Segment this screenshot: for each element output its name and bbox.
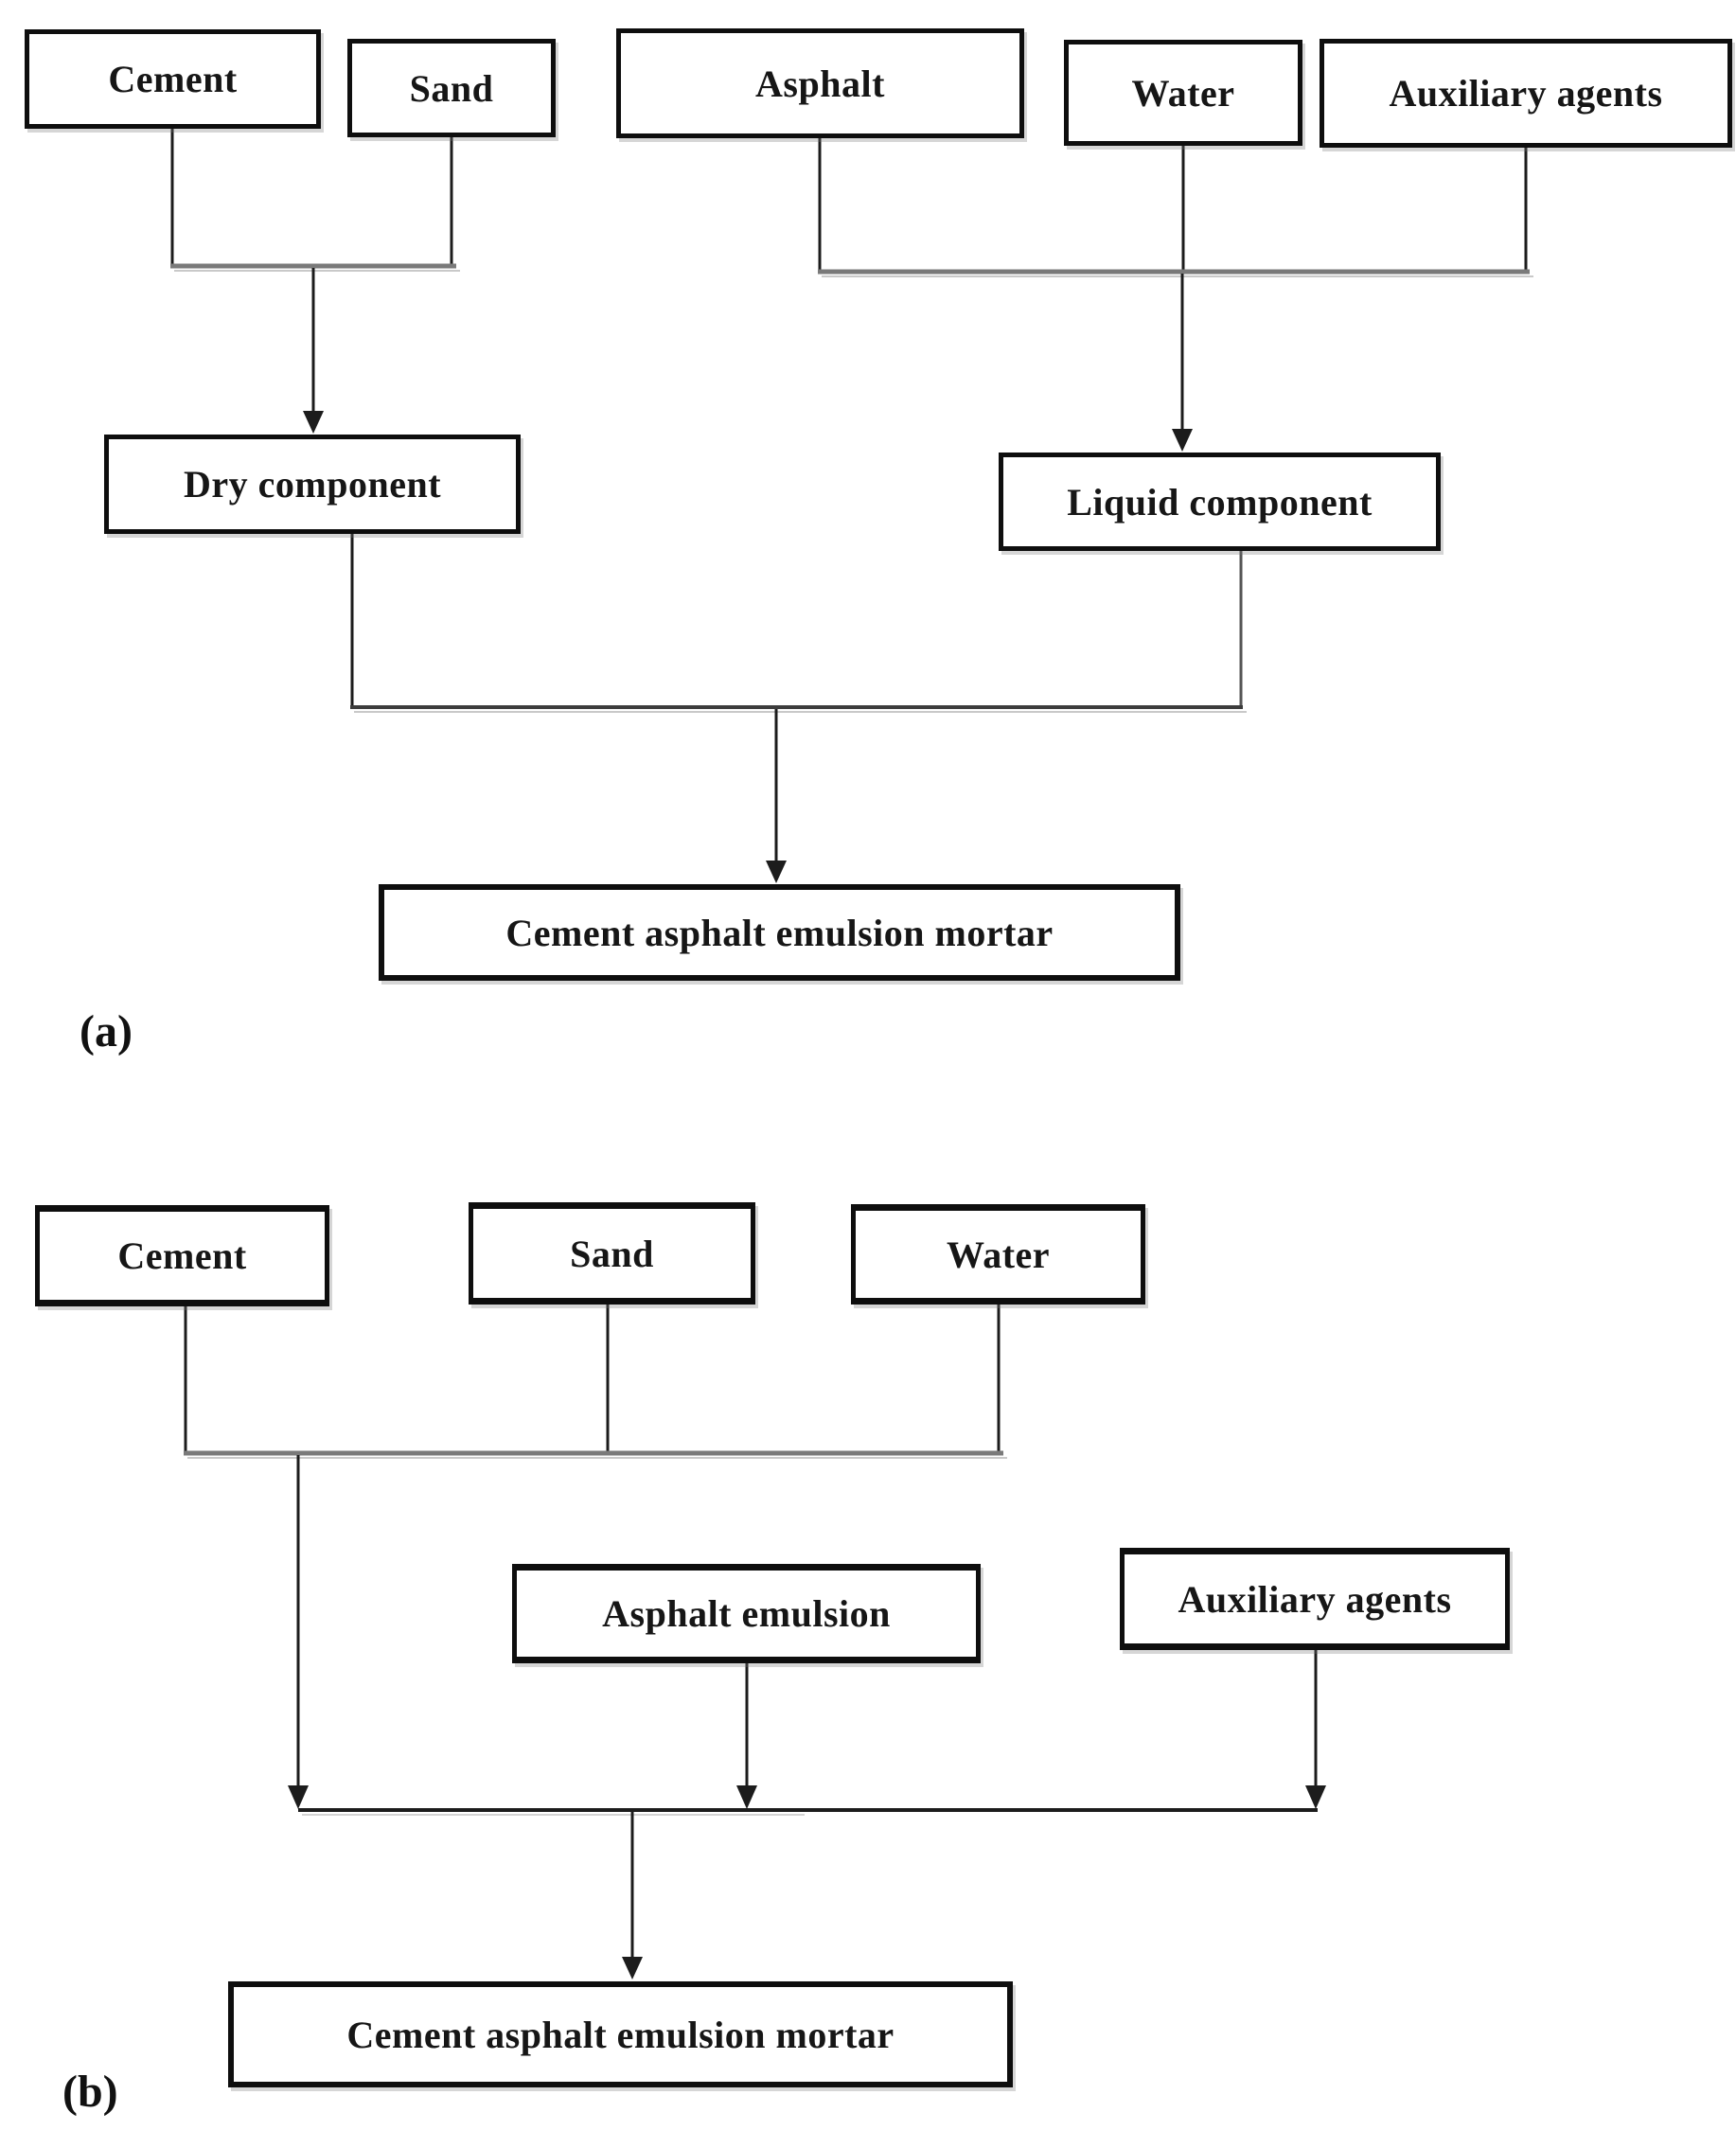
box-asphalt-emulsion: Asphalt emulsion xyxy=(512,1564,981,1663)
arrowhead-auxiliary-b xyxy=(1305,1785,1326,1809)
box-cement-a: Cement xyxy=(25,29,321,129)
box-water-b: Water xyxy=(851,1204,1145,1305)
box-asphalt-a: Asphalt xyxy=(616,28,1024,138)
panel-a-label: (a) xyxy=(80,1006,133,1056)
arrowhead-mix-left xyxy=(288,1785,309,1809)
panel-b-label: (b) xyxy=(62,2067,118,2117)
arrowhead-into-mortar-b xyxy=(622,1957,643,1979)
box-liquid-component: Liquid component xyxy=(999,453,1441,551)
arrowhead-into-dry-component xyxy=(303,411,324,434)
box-mortar-b: Cement asphalt emulsion mortar xyxy=(228,1981,1013,2087)
box-sand-a: Sand xyxy=(347,39,556,137)
box-mortar-a: Cement asphalt emulsion mortar xyxy=(379,884,1180,981)
arrowhead-into-mortar-a xyxy=(766,861,787,883)
box-auxiliary-agents-a: Auxiliary agents xyxy=(1320,39,1732,148)
box-cement-b: Cement xyxy=(35,1205,329,1306)
box-water-a: Water xyxy=(1064,40,1302,146)
box-dry-component: Dry component xyxy=(104,435,521,534)
arrowhead-asphalt-emulsion xyxy=(736,1785,757,1809)
box-sand-b: Sand xyxy=(469,1202,755,1305)
arrowhead-into-liquid-component xyxy=(1172,429,1193,452)
box-auxiliary-agents-b: Auxiliary agents xyxy=(1120,1548,1510,1650)
